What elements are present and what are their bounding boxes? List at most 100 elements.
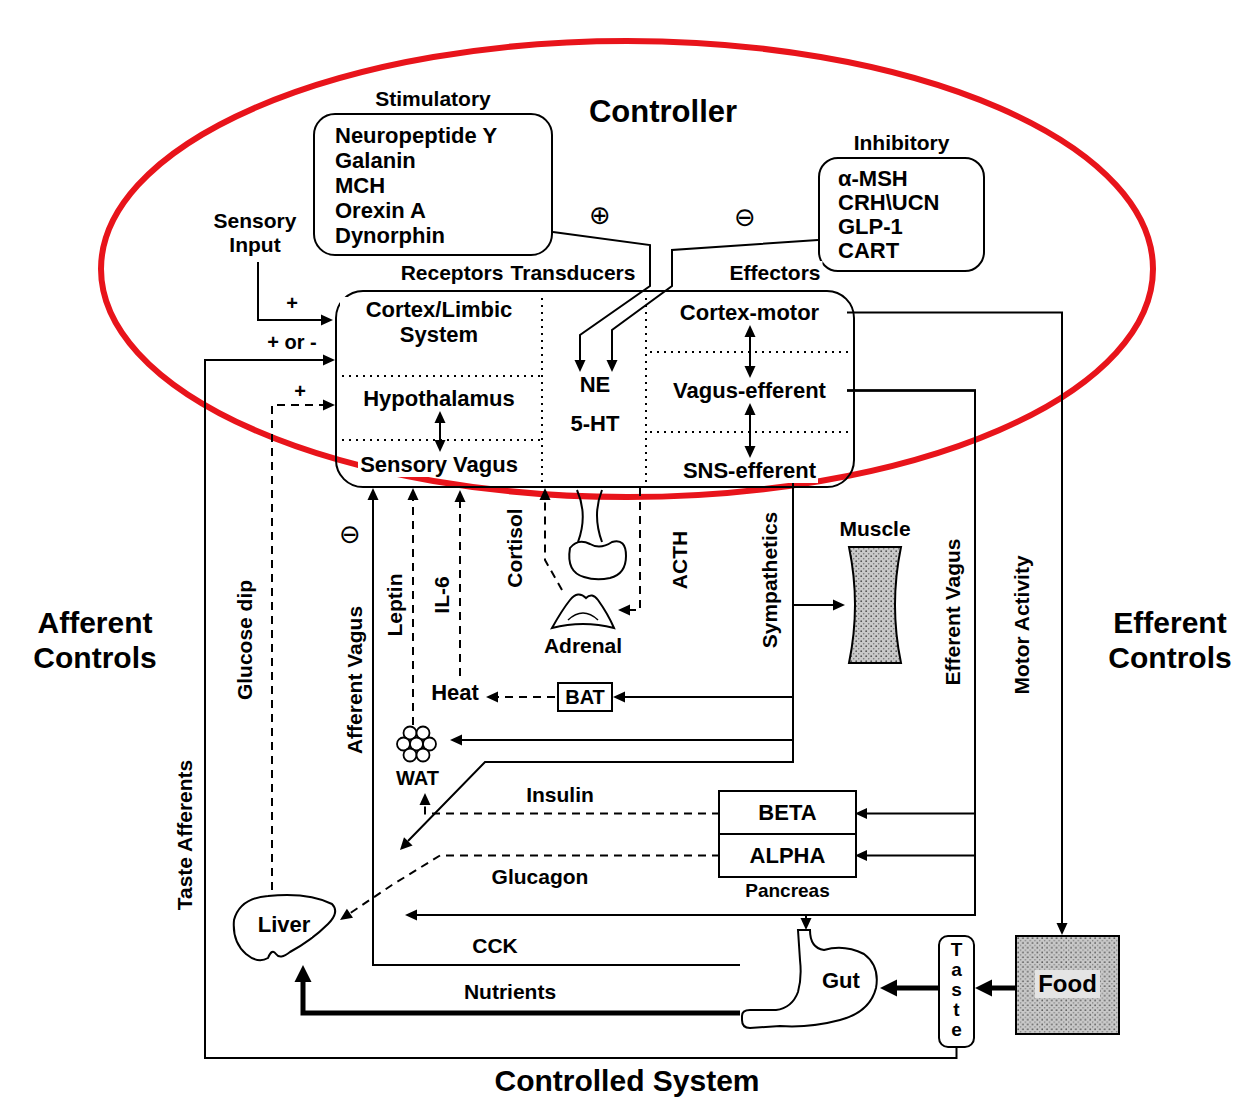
pancreas-box: PancreasBETAALPHA	[718, 790, 857, 878]
connector-line	[272, 405, 325, 890]
connector-line	[545, 498, 562, 590]
arrow-head	[575, 360, 586, 372]
node-text: NE	[578, 372, 613, 397]
arrow-line	[496, 696, 555, 698]
connector	[847, 391, 975, 820]
connector-line	[460, 483, 793, 740]
node-text: MCH	[335, 173, 537, 198]
connector-line	[749, 335, 751, 369]
bat-box: BAT	[557, 682, 613, 712]
arrow-head	[420, 793, 431, 805]
column-heading: Transducers	[509, 261, 638, 285]
divider	[541, 298, 543, 482]
node-text: 5-HT	[569, 411, 622, 436]
divider	[342, 375, 540, 377]
node-text: Cortex/Limbic System	[340, 297, 538, 347]
divider	[645, 298, 647, 482]
node-text: Vagus-efferent	[671, 378, 828, 403]
connector-line	[412, 498, 414, 725]
connector-line	[348, 856, 720, 915]
arrow-head	[607, 360, 618, 372]
node-text: WAT	[394, 767, 441, 789]
wat-cells: WAT	[385, 725, 450, 793]
muscle-shape	[845, 545, 905, 665]
node-text: BAT	[562, 684, 608, 710]
connector-line	[623, 483, 793, 697]
diagram-label: IL-6	[430, 574, 454, 615]
taste-box: Taste	[938, 935, 975, 1048]
arrow-head	[455, 490, 466, 502]
arrow-head	[486, 692, 498, 703]
node-text: Sensory Vagus	[358, 452, 520, 477]
arrow-head	[405, 910, 417, 921]
diagram-label: Heat	[429, 680, 481, 705]
fat-cell	[417, 749, 430, 762]
edge-label: CCK	[470, 934, 520, 958]
connector-line	[806, 391, 975, 921]
connector-line	[894, 986, 938, 991]
node-text: Taste	[950, 940, 964, 1040]
arrow-head	[833, 600, 845, 611]
node-text: Orexin A	[335, 198, 537, 223]
node-text: Neuropeptide Y	[335, 123, 537, 148]
arrow-head	[975, 980, 992, 997]
pituitary-gland	[569, 541, 626, 579]
diagram-label: Sensory Input	[198, 209, 312, 257]
arrow-head	[435, 440, 446, 452]
arrow-line	[417, 914, 806, 916]
arrow-head	[340, 909, 353, 920]
edge-label: Sympathetics	[758, 510, 782, 651]
connector	[295, 965, 741, 1013]
node-text: α-MSH	[838, 167, 971, 191]
edge-label: Glucose dip	[233, 578, 257, 702]
connector	[847, 313, 1068, 936]
stipple	[1017, 937, 1118, 1033]
organ-label: Adrenal	[544, 634, 622, 658]
arrow-head	[321, 315, 333, 326]
node-text: GLP-1	[838, 215, 971, 239]
connector	[613, 483, 793, 703]
stomach-outline	[742, 930, 877, 1028]
edge-label: ACTH	[668, 529, 692, 591]
liver-outline	[234, 895, 335, 960]
inhibitory-box: Inhibitoryα-MSHCRH\UCNGLP-1CART	[818, 157, 985, 272]
organ-label: Pancreas	[745, 880, 830, 902]
edge-label: ⊖	[732, 203, 758, 233]
effector-region: SNS-efferent	[652, 458, 847, 483]
node-text: SNS-efferent	[681, 458, 818, 483]
food-box: Food	[1015, 935, 1120, 1035]
connector	[847, 391, 975, 862]
diagram-label: +	[292, 380, 308, 403]
connector	[205, 355, 957, 1059]
adrenal-outline	[552, 594, 614, 628]
node-text: Liver	[256, 912, 313, 937]
pituitary	[569, 490, 626, 579]
edge-label: Glucagon	[490, 865, 591, 889]
box-heading: Inhibitory	[854, 131, 950, 155]
connector-line	[373, 498, 740, 965]
connector	[368, 488, 741, 965]
effector-region: Cortex-motor	[652, 300, 847, 325]
diagram-label: ⊖	[337, 520, 363, 550]
brain-region: Cortex/Limbic System	[340, 297, 538, 347]
vagus-branch	[405, 910, 806, 921]
islet-cell-box: BETA	[720, 792, 855, 835]
diagram-label: Afferent Vagus	[343, 604, 367, 756]
connector	[975, 980, 1015, 997]
node-text: CART	[838, 239, 971, 263]
transducer-region: NE 5-HT	[548, 372, 642, 442]
node-text: Dynorphin	[335, 223, 537, 248]
node-text: CRH\UCN	[838, 191, 971, 215]
connector	[540, 488, 563, 590]
edge-label: Efferent Vagus	[941, 536, 965, 687]
islet-cell-box: ALPHA	[720, 835, 855, 876]
adrenal-shape	[548, 590, 618, 630]
connector-line	[439, 421, 441, 443]
muscle: Muscle	[845, 545, 905, 665]
organ-label: Muscle	[839, 517, 910, 541]
box-heading: Stimulatory	[375, 86, 491, 111]
arrow-head	[323, 400, 335, 411]
node-text: ALPHA	[720, 835, 855, 876]
node-text: Food	[1035, 970, 1100, 998]
heat-arrow	[486, 692, 555, 703]
